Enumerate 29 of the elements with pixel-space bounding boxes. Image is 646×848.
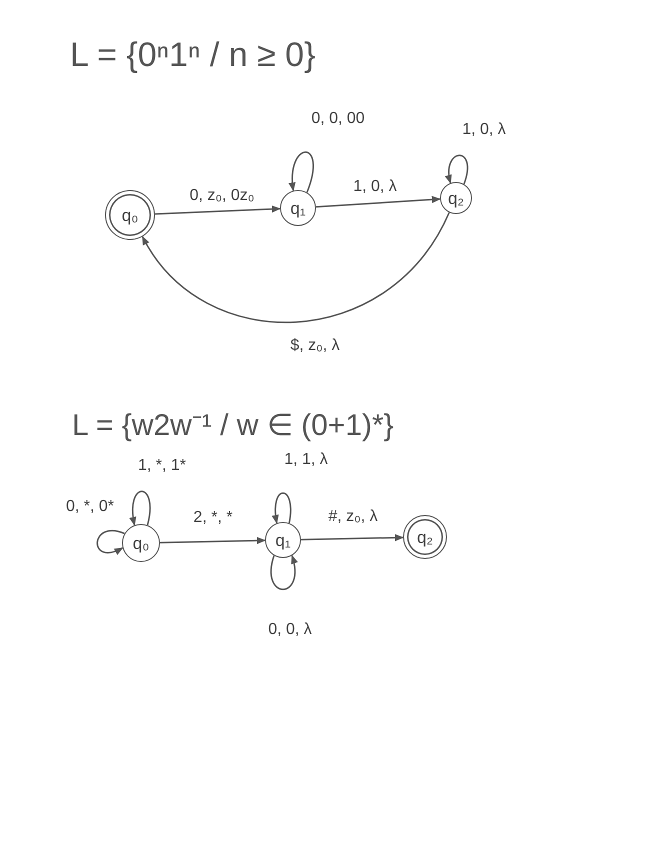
edge-label: 0, *, 0* xyxy=(64,498,116,516)
edge-label: $, z₀, λ xyxy=(288,337,342,355)
self-loop-arrow xyxy=(96,530,125,555)
arrow xyxy=(142,212,450,323)
edge-label: 1, 0, λ xyxy=(351,178,399,196)
self-loop-arrow xyxy=(289,152,314,193)
edge-label: 0, 0, 00 xyxy=(309,110,367,128)
state-circle: q₀ xyxy=(122,524,160,562)
edge-label: 0, 0, λ xyxy=(266,621,314,639)
arrow xyxy=(316,196,441,208)
edge-label: #, z₀, λ xyxy=(326,508,380,526)
arrow xyxy=(160,536,266,544)
state-circle: q₁ xyxy=(280,190,316,226)
self-loop-arrow xyxy=(270,554,298,590)
formula-heading: L = {w2w⁻¹ / w ∈ (0+1)*} xyxy=(72,408,394,444)
state-circle: q₂ xyxy=(440,182,472,214)
arrow xyxy=(300,534,404,542)
accept-state-circle: q₂ xyxy=(403,515,447,559)
self-loop-arrow xyxy=(445,154,468,184)
edge-label: 1, 0, λ xyxy=(460,121,508,139)
self-loop-arrow xyxy=(130,490,151,526)
edge-label: 0, z₀, 0z₀ xyxy=(188,187,256,205)
edge-label: 1, 1, λ xyxy=(282,451,330,469)
edge-label: 2, *, * xyxy=(191,509,235,527)
accept-state-circle: q₀ xyxy=(105,190,155,240)
self-loop-arrow xyxy=(272,492,292,524)
arrow xyxy=(154,205,281,215)
formula-heading: L = {0ⁿ1ⁿ / n ≥ 0} xyxy=(70,36,316,75)
state-circle: q₁ xyxy=(265,522,301,558)
